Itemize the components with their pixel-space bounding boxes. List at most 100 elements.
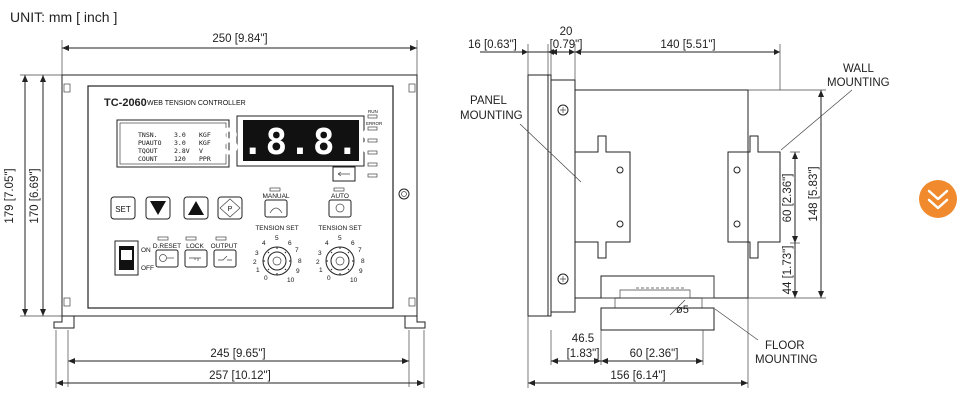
panel-mounting-label-1: PANEL xyxy=(470,95,507,107)
dial-right-9: 9 xyxy=(359,268,363,275)
hand-icon xyxy=(269,207,283,214)
switch-on-label: ON xyxy=(141,247,151,254)
panel-screw xyxy=(398,188,410,200)
tension-set-label-left: TENSION SET xyxy=(255,225,298,232)
lcd-row-0-unit: KGF xyxy=(199,131,211,139)
front-panel xyxy=(87,85,394,309)
dial-left-7: 7 xyxy=(295,247,299,254)
hole-dia-label: ø5 xyxy=(676,304,689,316)
dim-44: 44 [1.73"] xyxy=(782,246,794,295)
dial-right-7: 7 xyxy=(358,247,362,254)
set-button[interactable] xyxy=(110,196,136,220)
dial-left-10: 10 xyxy=(287,277,295,284)
dial-left-4: 4 xyxy=(262,240,266,247)
dial-left-8: 8 xyxy=(298,258,302,265)
dial-left-0: 0 xyxy=(264,275,268,282)
wall-bracket xyxy=(727,135,781,259)
dim-60-h: 60 [2.36"] xyxy=(630,348,679,360)
manual-label: MANUAL xyxy=(262,193,289,200)
dial-left-1: 1 xyxy=(256,267,260,274)
diamond-icon xyxy=(219,198,241,218)
p-button[interactable] xyxy=(217,196,243,220)
dim-20-inch: [0.79"] xyxy=(550,39,583,51)
dial-right-2: 2 xyxy=(316,259,320,266)
p-button-label: P xyxy=(228,206,233,213)
scroll-down-button[interactable] xyxy=(919,180,957,218)
indicator-error-label: ERROR xyxy=(366,121,383,126)
product-name: WEB TENSION CONTROLLER xyxy=(147,100,246,107)
power-switch[interactable] xyxy=(114,240,139,276)
dial-right-1: 1 xyxy=(319,267,323,274)
segment-digits: 8.8.8.8 xyxy=(218,122,384,163)
segment-display xyxy=(243,120,359,161)
panel-mounting-label-2: MOUNTING xyxy=(460,110,523,122)
lcd-row-3-unit: PPR xyxy=(199,155,211,163)
dreset-button[interactable] xyxy=(155,249,179,268)
chevron-double-down-icon xyxy=(927,189,949,210)
tension-dial-right[interactable]: TENSION SET 0 1 2 3 4 5 6 7 8 9 10 xyxy=(316,225,365,284)
dim-20: 20 xyxy=(560,26,573,38)
lcd-display xyxy=(116,119,230,168)
side-screw-top xyxy=(557,104,569,116)
side-body xyxy=(574,89,749,299)
dim-16: 16 [0.63"] xyxy=(468,39,517,51)
wall-mounting-label-2: MOUNTING xyxy=(827,77,890,89)
model-label: TC-2060 xyxy=(104,97,147,109)
arrow-down-icon xyxy=(150,201,166,215)
dial-right-6: 6 xyxy=(351,240,355,247)
dim-46-5-inch: [1.83"] xyxy=(567,348,600,360)
front-height-inner-label: 170 [6.69"] xyxy=(29,168,41,223)
auto-button[interactable] xyxy=(328,199,352,218)
lcd-row-3-value: 120 xyxy=(174,155,186,163)
auto-icon xyxy=(335,203,345,213)
up-button[interactable] xyxy=(183,196,209,220)
front-bottom-outer-label: 257 [10.12"] xyxy=(209,370,271,382)
front-height-outer-label: 179 [7.05"] xyxy=(4,168,16,223)
switch-icon xyxy=(218,255,232,261)
lcd-row-1-unit: KGF xyxy=(199,139,211,147)
set-button-label: SET xyxy=(115,205,131,214)
wall-mounting-label-1: WALL xyxy=(843,63,874,75)
front-bottom-inner-label: 245 [9.65"] xyxy=(210,348,265,360)
lcd-row-2-value: 2.8V xyxy=(174,147,190,155)
dial-right-4: 4 xyxy=(325,240,329,247)
panel-bracket xyxy=(575,135,631,259)
display-mode-key[interactable] xyxy=(332,166,356,182)
lcd-row-2-unit: V xyxy=(199,147,203,155)
dial-right-10: 10 xyxy=(350,277,358,284)
lock-label: LOCK xyxy=(186,243,204,250)
dim-60-v: 60 [2.36"] xyxy=(782,174,794,223)
auto-label: AUTO xyxy=(331,193,349,200)
front-view: 250 [9.84"] 179 [7.05"] 170 [6.69"] TC-2… xyxy=(4,33,426,388)
dial-left-9: 9 xyxy=(296,268,300,275)
output-button[interactable] xyxy=(213,249,237,268)
side-view: 20 16 [0.63"] [0.79"] 140 [5.51"] xyxy=(460,26,890,388)
manual-button[interactable] xyxy=(264,199,288,218)
dial-right-3: 3 xyxy=(318,250,322,257)
side-screw-bottom xyxy=(557,273,569,285)
side-front-flange xyxy=(527,74,549,317)
dial-left-6: 6 xyxy=(288,240,292,247)
indicator-column: RUN ERROR xyxy=(366,109,383,178)
lcd-rows: TNSN. 3.0 KGF PUAUTO 3.0 KGF TQOUT 2.8V … xyxy=(138,131,211,163)
arrow-up-icon xyxy=(188,201,204,215)
dial-right-8: 8 xyxy=(361,258,365,265)
dial-left-2: 2 xyxy=(253,259,257,266)
lcd-row-2-label: TQOUT xyxy=(138,147,158,155)
lock-button[interactable] xyxy=(184,249,208,268)
dim-148: 148 [5.83"] xyxy=(808,166,820,221)
output-label: OUTPUT xyxy=(211,243,238,250)
floor-mounting-label-1: FLOOR xyxy=(765,340,805,352)
dial-right-0: 0 xyxy=(327,275,331,282)
dim-46-5: 46.5 xyxy=(572,333,594,345)
lcd-row-1-value: 3.0 xyxy=(174,139,186,147)
front-width-label: 250 [9.84"] xyxy=(212,33,267,45)
lcd-row-0-value: 3.0 xyxy=(174,131,186,139)
front-enclosure xyxy=(61,74,418,317)
floor-bracket xyxy=(600,307,715,331)
lcd-row-3-label: COUNT xyxy=(138,155,158,163)
lcd-row-0-label: TNSN. xyxy=(138,131,158,139)
tension-dial-left[interactable]: TENSION SET 0 1 2 3 4 5 6 7 8 9 10 xyxy=(253,225,302,284)
down-button[interactable] xyxy=(145,196,171,220)
